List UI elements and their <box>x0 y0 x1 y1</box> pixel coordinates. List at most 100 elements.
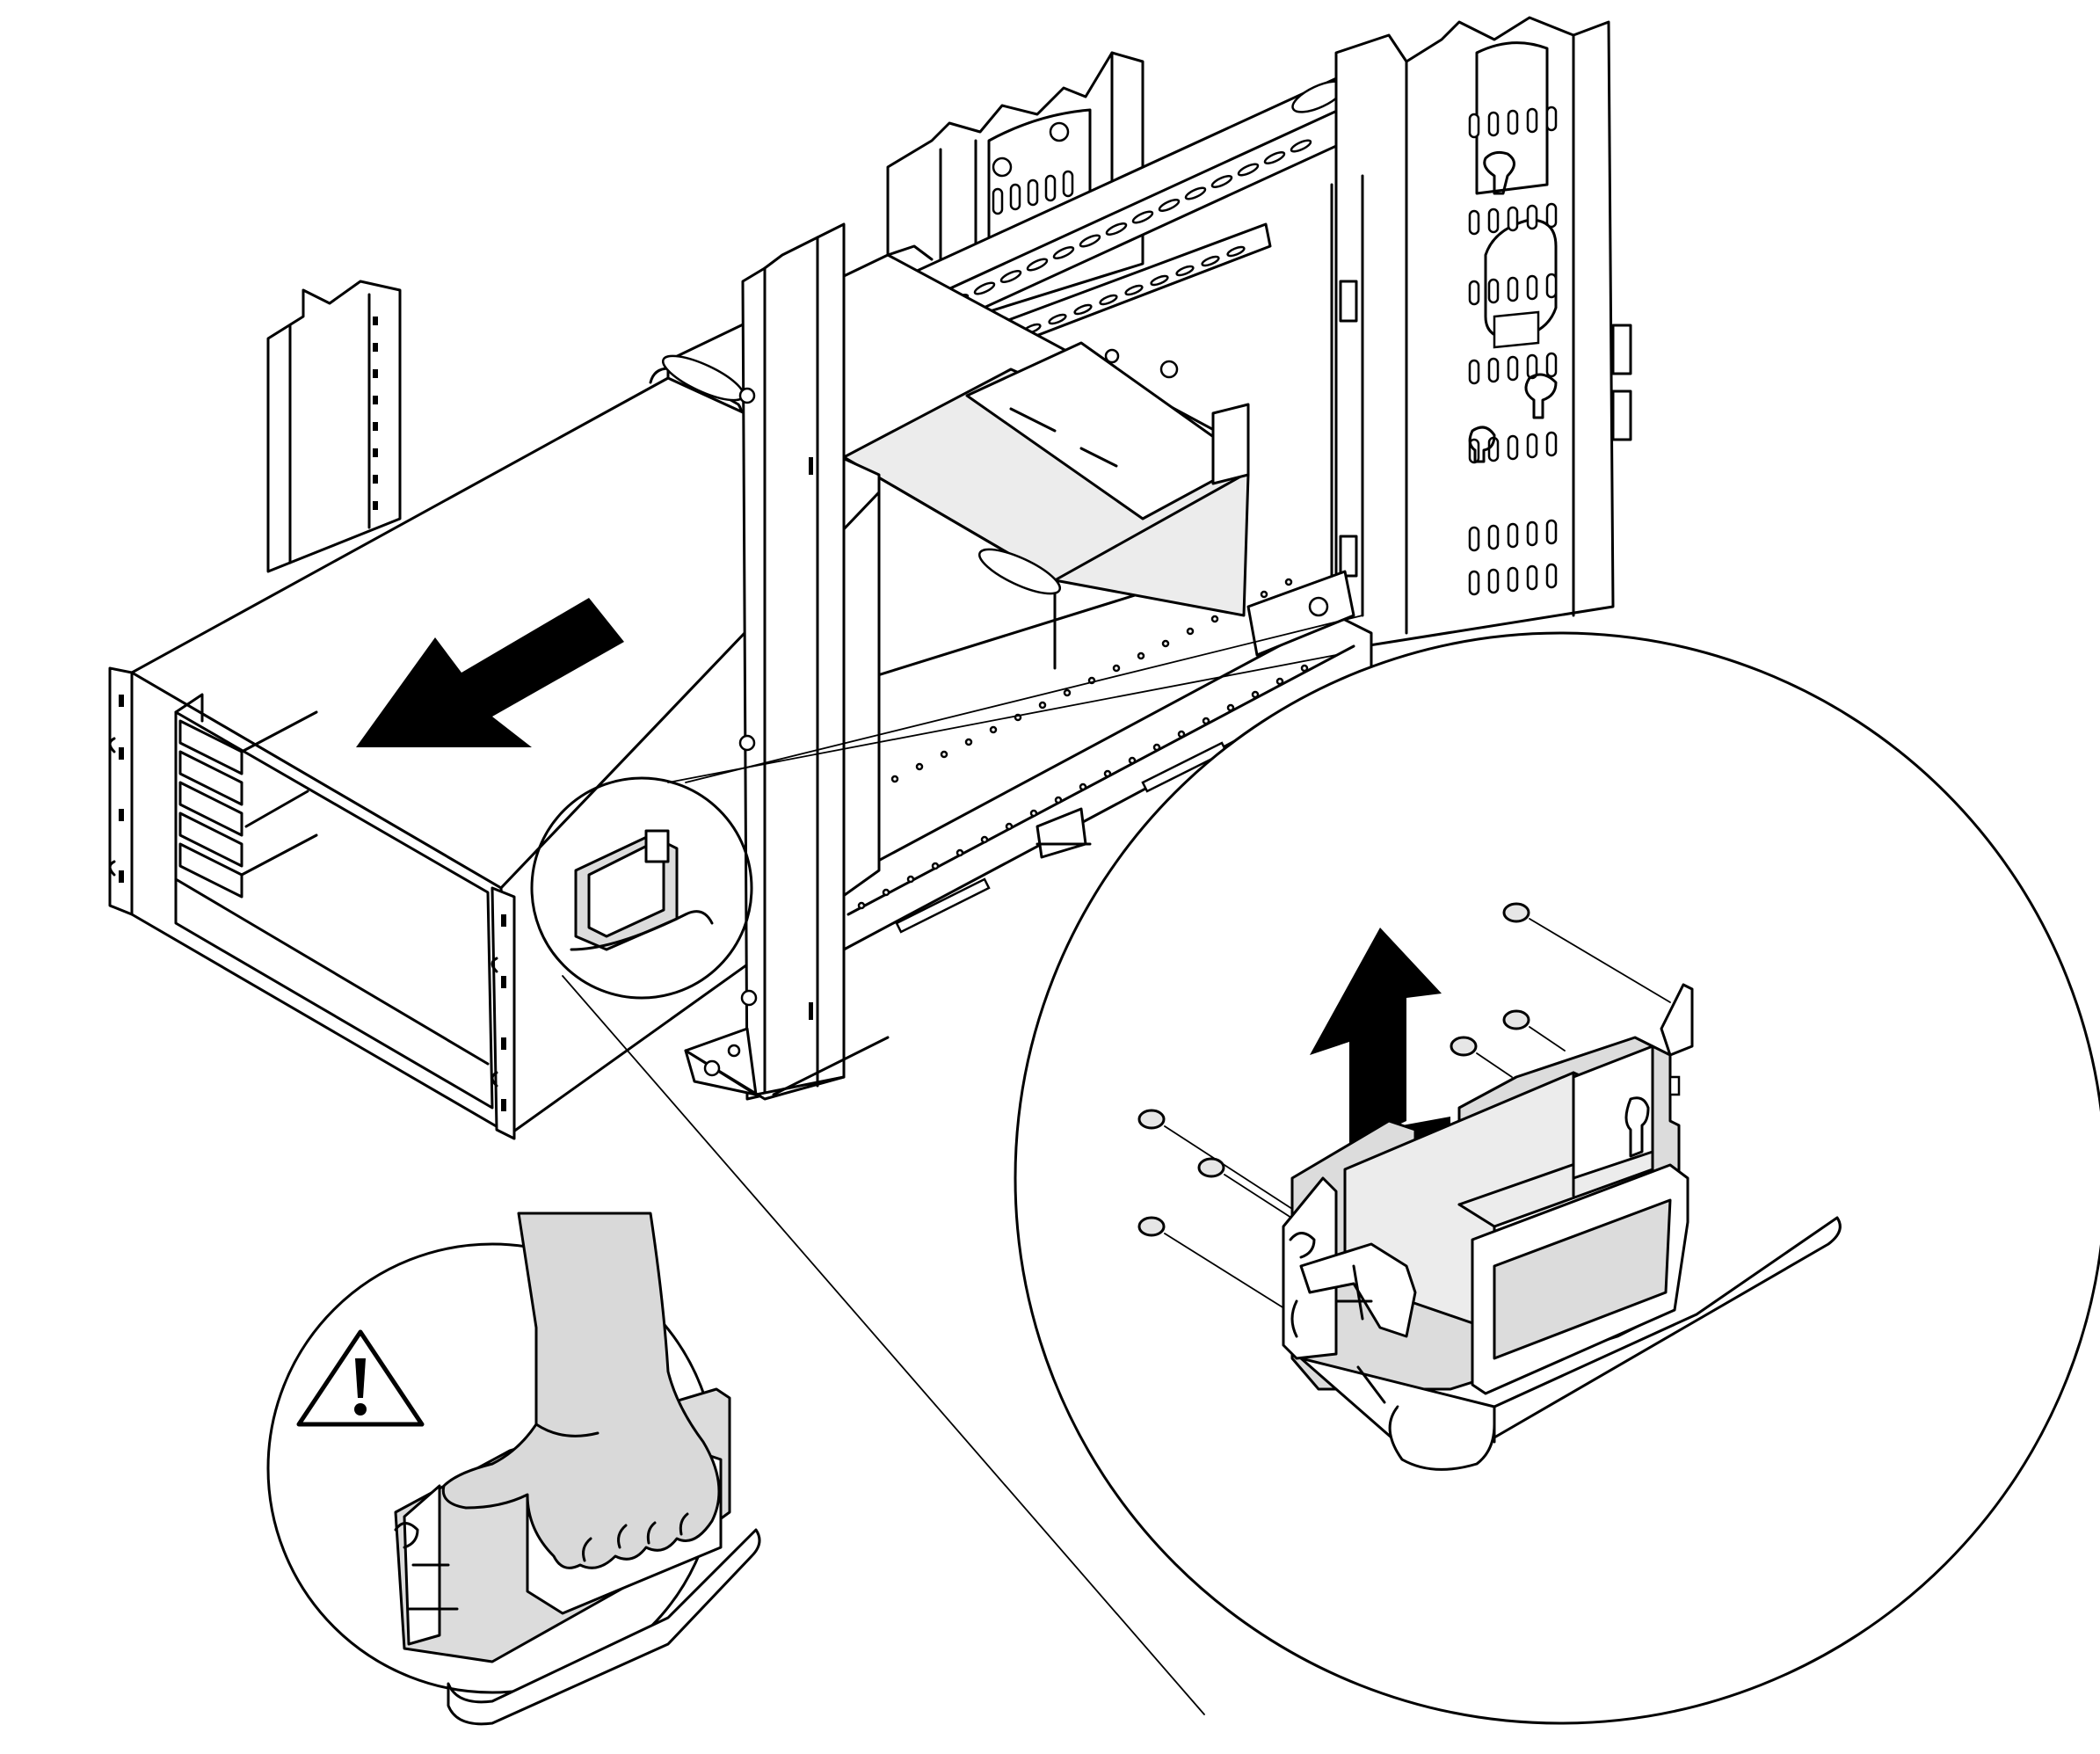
rack-slot <box>1263 151 1286 164</box>
post-slot <box>1507 276 1519 302</box>
rack-slot <box>1251 690 1260 699</box>
post-slot <box>1468 570 1480 596</box>
post-slot <box>1507 109 1519 135</box>
rack-slot <box>980 835 989 844</box>
rack-slot <box>1275 677 1284 686</box>
rack-slot <box>1177 730 1186 739</box>
rack-slot <box>906 875 915 884</box>
rack-slot <box>1210 175 1233 188</box>
post-slot <box>1468 113 1480 139</box>
post-slot <box>1468 359 1480 385</box>
chassis-side-handle <box>570 829 714 951</box>
rack-slot <box>1184 186 1207 200</box>
rack-slot <box>1150 274 1169 287</box>
rack-slot <box>1300 664 1309 673</box>
post-slot <box>1487 207 1500 234</box>
arrow-up-icon <box>1310 928 1442 1147</box>
rack-slot <box>1079 782 1087 791</box>
rack-slot <box>999 270 1022 283</box>
server-drive-bays <box>178 710 318 899</box>
post-slot <box>1526 564 1538 591</box>
post-slot <box>1545 519 1558 545</box>
small-callout-circle <box>530 776 753 1000</box>
rack-slot <box>1152 743 1161 752</box>
rack-slot <box>1260 590 1268 599</box>
rack-slot <box>1112 664 1121 673</box>
rack-slot <box>1103 769 1112 778</box>
arrow-left-down-icon <box>356 598 624 747</box>
warning-triangle-icon <box>296 1329 425 1427</box>
server-chassis <box>108 376 881 1140</box>
gloved-hand <box>441 1212 721 1569</box>
rack-slot <box>1290 139 1312 153</box>
rack-slot <box>964 738 973 746</box>
rack-slot <box>1226 245 1246 258</box>
rack-slot <box>857 901 866 910</box>
rack-slot <box>1131 210 1154 224</box>
post-slot <box>1468 280 1480 306</box>
post-slot <box>1468 209 1480 236</box>
post-slot <box>1507 355 1519 382</box>
rack-slot <box>1105 222 1128 236</box>
post-slot <box>1545 106 1558 132</box>
rack-front-post <box>684 222 890 1101</box>
rack-slot <box>1026 258 1049 272</box>
post-slot <box>1507 566 1519 593</box>
post-slot <box>1487 524 1500 550</box>
rack-slot <box>931 862 940 870</box>
rack-slot <box>915 762 924 771</box>
rack-slot <box>973 281 996 295</box>
rack-slot <box>1063 688 1072 697</box>
rack-handle-detail <box>1014 631 2100 1725</box>
post-slot <box>1507 206 1519 232</box>
rack-slot <box>1054 796 1063 804</box>
rack-slot <box>1202 717 1210 725</box>
post-slot <box>1545 273 1558 299</box>
post-slot <box>1526 433 1538 459</box>
rack-slot <box>1175 265 1195 277</box>
rack-slot <box>1038 701 1047 710</box>
rack-slot <box>1161 639 1170 648</box>
post-slot <box>1526 107 1538 134</box>
post-slot <box>1487 278 1500 304</box>
rack-slot <box>882 888 890 897</box>
post-slot <box>1526 520 1538 547</box>
rack-slot <box>1029 809 1038 818</box>
rack-slot <box>1186 627 1195 636</box>
rack-slot <box>1073 303 1093 316</box>
rack-slot <box>1005 822 1014 831</box>
callout-leader-lines <box>562 615 1363 1715</box>
rack-handle <box>1282 983 1842 1471</box>
rack-slot <box>1226 703 1235 712</box>
rack-slot <box>1048 313 1067 325</box>
rack-right-rear-post <box>1334 16 1632 652</box>
rack-slot <box>1158 199 1181 212</box>
post-slot <box>1545 202 1558 229</box>
post-slot <box>1487 111 1500 137</box>
post-slot <box>1487 357 1500 383</box>
caution-hand-grip-detail <box>266 1212 761 1726</box>
rack-slot <box>1124 284 1144 296</box>
post-slot <box>1526 274 1538 301</box>
rack-slot <box>1210 615 1219 623</box>
rack-slot <box>1137 651 1145 660</box>
post-slot <box>1545 352 1558 378</box>
post-slot <box>1526 353 1538 380</box>
post-slot <box>1507 522 1519 549</box>
rack-slot <box>940 750 948 759</box>
rack-slot <box>890 775 899 783</box>
rack-slot <box>989 725 998 734</box>
rack-slot <box>1284 578 1293 586</box>
post-slot <box>1487 568 1500 594</box>
rack-slot <box>1099 294 1118 306</box>
post-slot <box>1545 431 1558 457</box>
post-slot <box>1545 563 1558 589</box>
rack-slot <box>1128 756 1137 765</box>
rack-slot <box>1237 163 1260 177</box>
rack-slot <box>1079 234 1101 248</box>
post-slot <box>1468 526 1480 552</box>
rack-slot <box>956 848 964 857</box>
post-slot <box>1526 204 1538 230</box>
post-slot <box>1507 434 1519 461</box>
